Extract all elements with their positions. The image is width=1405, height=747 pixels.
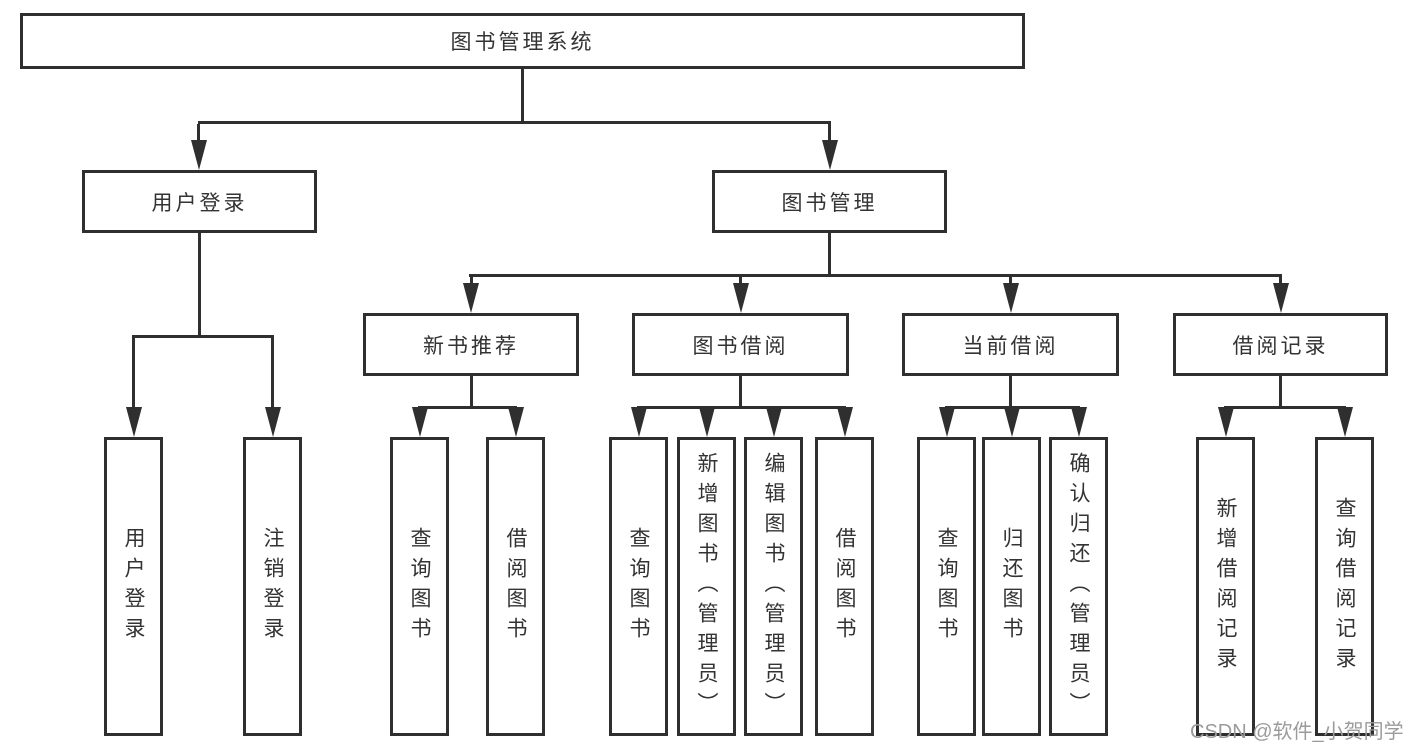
node-root-label: 图书管理系统: [450, 31, 595, 54]
connector-line: [739, 376, 742, 406]
leaf-cb-return-books: 归还图书: [982, 437, 1041, 736]
leaf-bb-borrow-books: 借阅图书: [815, 437, 874, 736]
connector-line: [739, 277, 742, 285]
arrow-down-icon: [837, 407, 853, 437]
arrow-down-icon: [1273, 283, 1289, 313]
connector-line: [1224, 406, 1346, 409]
leaf-nb-query-books-label: 查询图书: [408, 526, 431, 647]
connector-line: [470, 277, 473, 285]
arrow-down-icon: [1004, 407, 1020, 437]
leaf-cb-query-books-label: 查询图书: [935, 526, 958, 647]
arrow-down-icon: [822, 140, 838, 170]
arrow-down-icon: [699, 407, 715, 437]
arrow-down-icon: [1071, 407, 1087, 437]
leaf-br-query-record-label: 查询借阅记录: [1333, 496, 1356, 677]
connector-line: [637, 406, 846, 409]
arrow-down-icon: [412, 407, 428, 437]
leaf-user-login-label: 用户登录: [122, 526, 145, 647]
leaf-br-query-record: 查询借阅记录: [1315, 437, 1374, 736]
connector-line: [1279, 277, 1282, 285]
connector-line: [469, 274, 1282, 277]
node-borrow-records-label: 借阅记录: [1232, 334, 1329, 358]
connector-line: [470, 376, 473, 408]
leaf-logout-label: 注销登录: [261, 526, 284, 647]
arrow-down-icon: [631, 407, 647, 437]
connector-line: [198, 233, 201, 335]
leaf-nb-query-books: 查询图书: [390, 437, 449, 736]
connector-line: [418, 406, 517, 409]
arrow-down-icon: [733, 283, 749, 313]
leaf-bb-edit-books-admin: 编辑图书（管理员）: [744, 437, 803, 736]
node-book-management-label: 图书管理: [781, 191, 878, 215]
connector-line: [828, 124, 831, 142]
node-new-book-recommend: 新书推荐: [363, 313, 579, 376]
connector-line: [521, 69, 524, 123]
leaf-nb-borrow-books-label: 借阅图书: [504, 526, 527, 647]
node-root: 图书管理系统: [20, 13, 1025, 69]
arrow-down-icon: [126, 407, 142, 437]
arrow-down-icon: [766, 407, 782, 437]
arrow-down-icon: [191, 140, 207, 170]
leaf-user-login: 用户登录: [104, 437, 163, 736]
connector-line: [197, 124, 200, 142]
connector-line: [132, 335, 274, 338]
leaf-br-add-record: 新增借阅记录: [1196, 437, 1255, 736]
arrow-down-icon: [1218, 407, 1234, 437]
node-borrow-records: 借阅记录: [1173, 313, 1388, 376]
arrow-down-icon: [463, 283, 479, 313]
leaf-cb-confirm-return-admin-label: 确认归还（管理员）: [1067, 451, 1090, 722]
arrow-down-icon: [939, 407, 955, 437]
leaf-nb-borrow-books: 借阅图书: [486, 437, 545, 736]
node-book-management: 图书管理: [712, 170, 947, 233]
leaf-cb-query-books: 查询图书: [917, 437, 976, 736]
node-new-book-recommend-label: 新书推荐: [423, 334, 519, 358]
connector-line: [1279, 376, 1282, 406]
connector-line: [1009, 277, 1012, 285]
leaf-bb-borrow-books-label: 借阅图书: [833, 526, 856, 647]
leaf-bb-query-books-label: 查询图书: [627, 526, 650, 647]
leaf-logout: 注销登录: [243, 437, 302, 736]
connector-line: [132, 338, 135, 408]
leaf-cb-return-books-label: 归还图书: [1000, 526, 1023, 647]
leaf-bb-add-books-admin-label: 新增图书（管理员）: [695, 451, 718, 722]
connector-line: [828, 233, 831, 274]
arrow-down-icon: [508, 407, 524, 437]
node-book-borrow-label: 图书借阅: [692, 334, 789, 358]
arrow-down-icon: [1337, 407, 1353, 437]
node-user-login: 用户登录: [82, 170, 317, 233]
node-current-borrow: 当前借阅: [902, 313, 1119, 376]
node-book-borrow: 图书借阅: [632, 313, 849, 376]
connector-line: [1009, 376, 1012, 406]
connector-line: [198, 121, 831, 124]
leaf-bb-query-books: 查询图书: [609, 437, 668, 736]
connector-line: [271, 338, 274, 408]
leaf-bb-add-books-admin: 新增图书（管理员）: [677, 437, 736, 736]
arrow-down-icon: [265, 407, 281, 437]
leaf-cb-confirm-return-admin: 确认归还（管理员）: [1049, 437, 1108, 736]
leaf-br-add-record-label: 新增借阅记录: [1214, 496, 1237, 677]
leaf-bb-edit-books-admin-label: 编辑图书（管理员）: [762, 451, 785, 722]
arrow-down-icon: [1003, 283, 1019, 313]
node-user-login-label: 用户登录: [151, 191, 248, 215]
watermark-text: CSDN @软件_小贺同学: [1190, 721, 1404, 743]
node-current-borrow-label: 当前借阅: [962, 334, 1059, 358]
